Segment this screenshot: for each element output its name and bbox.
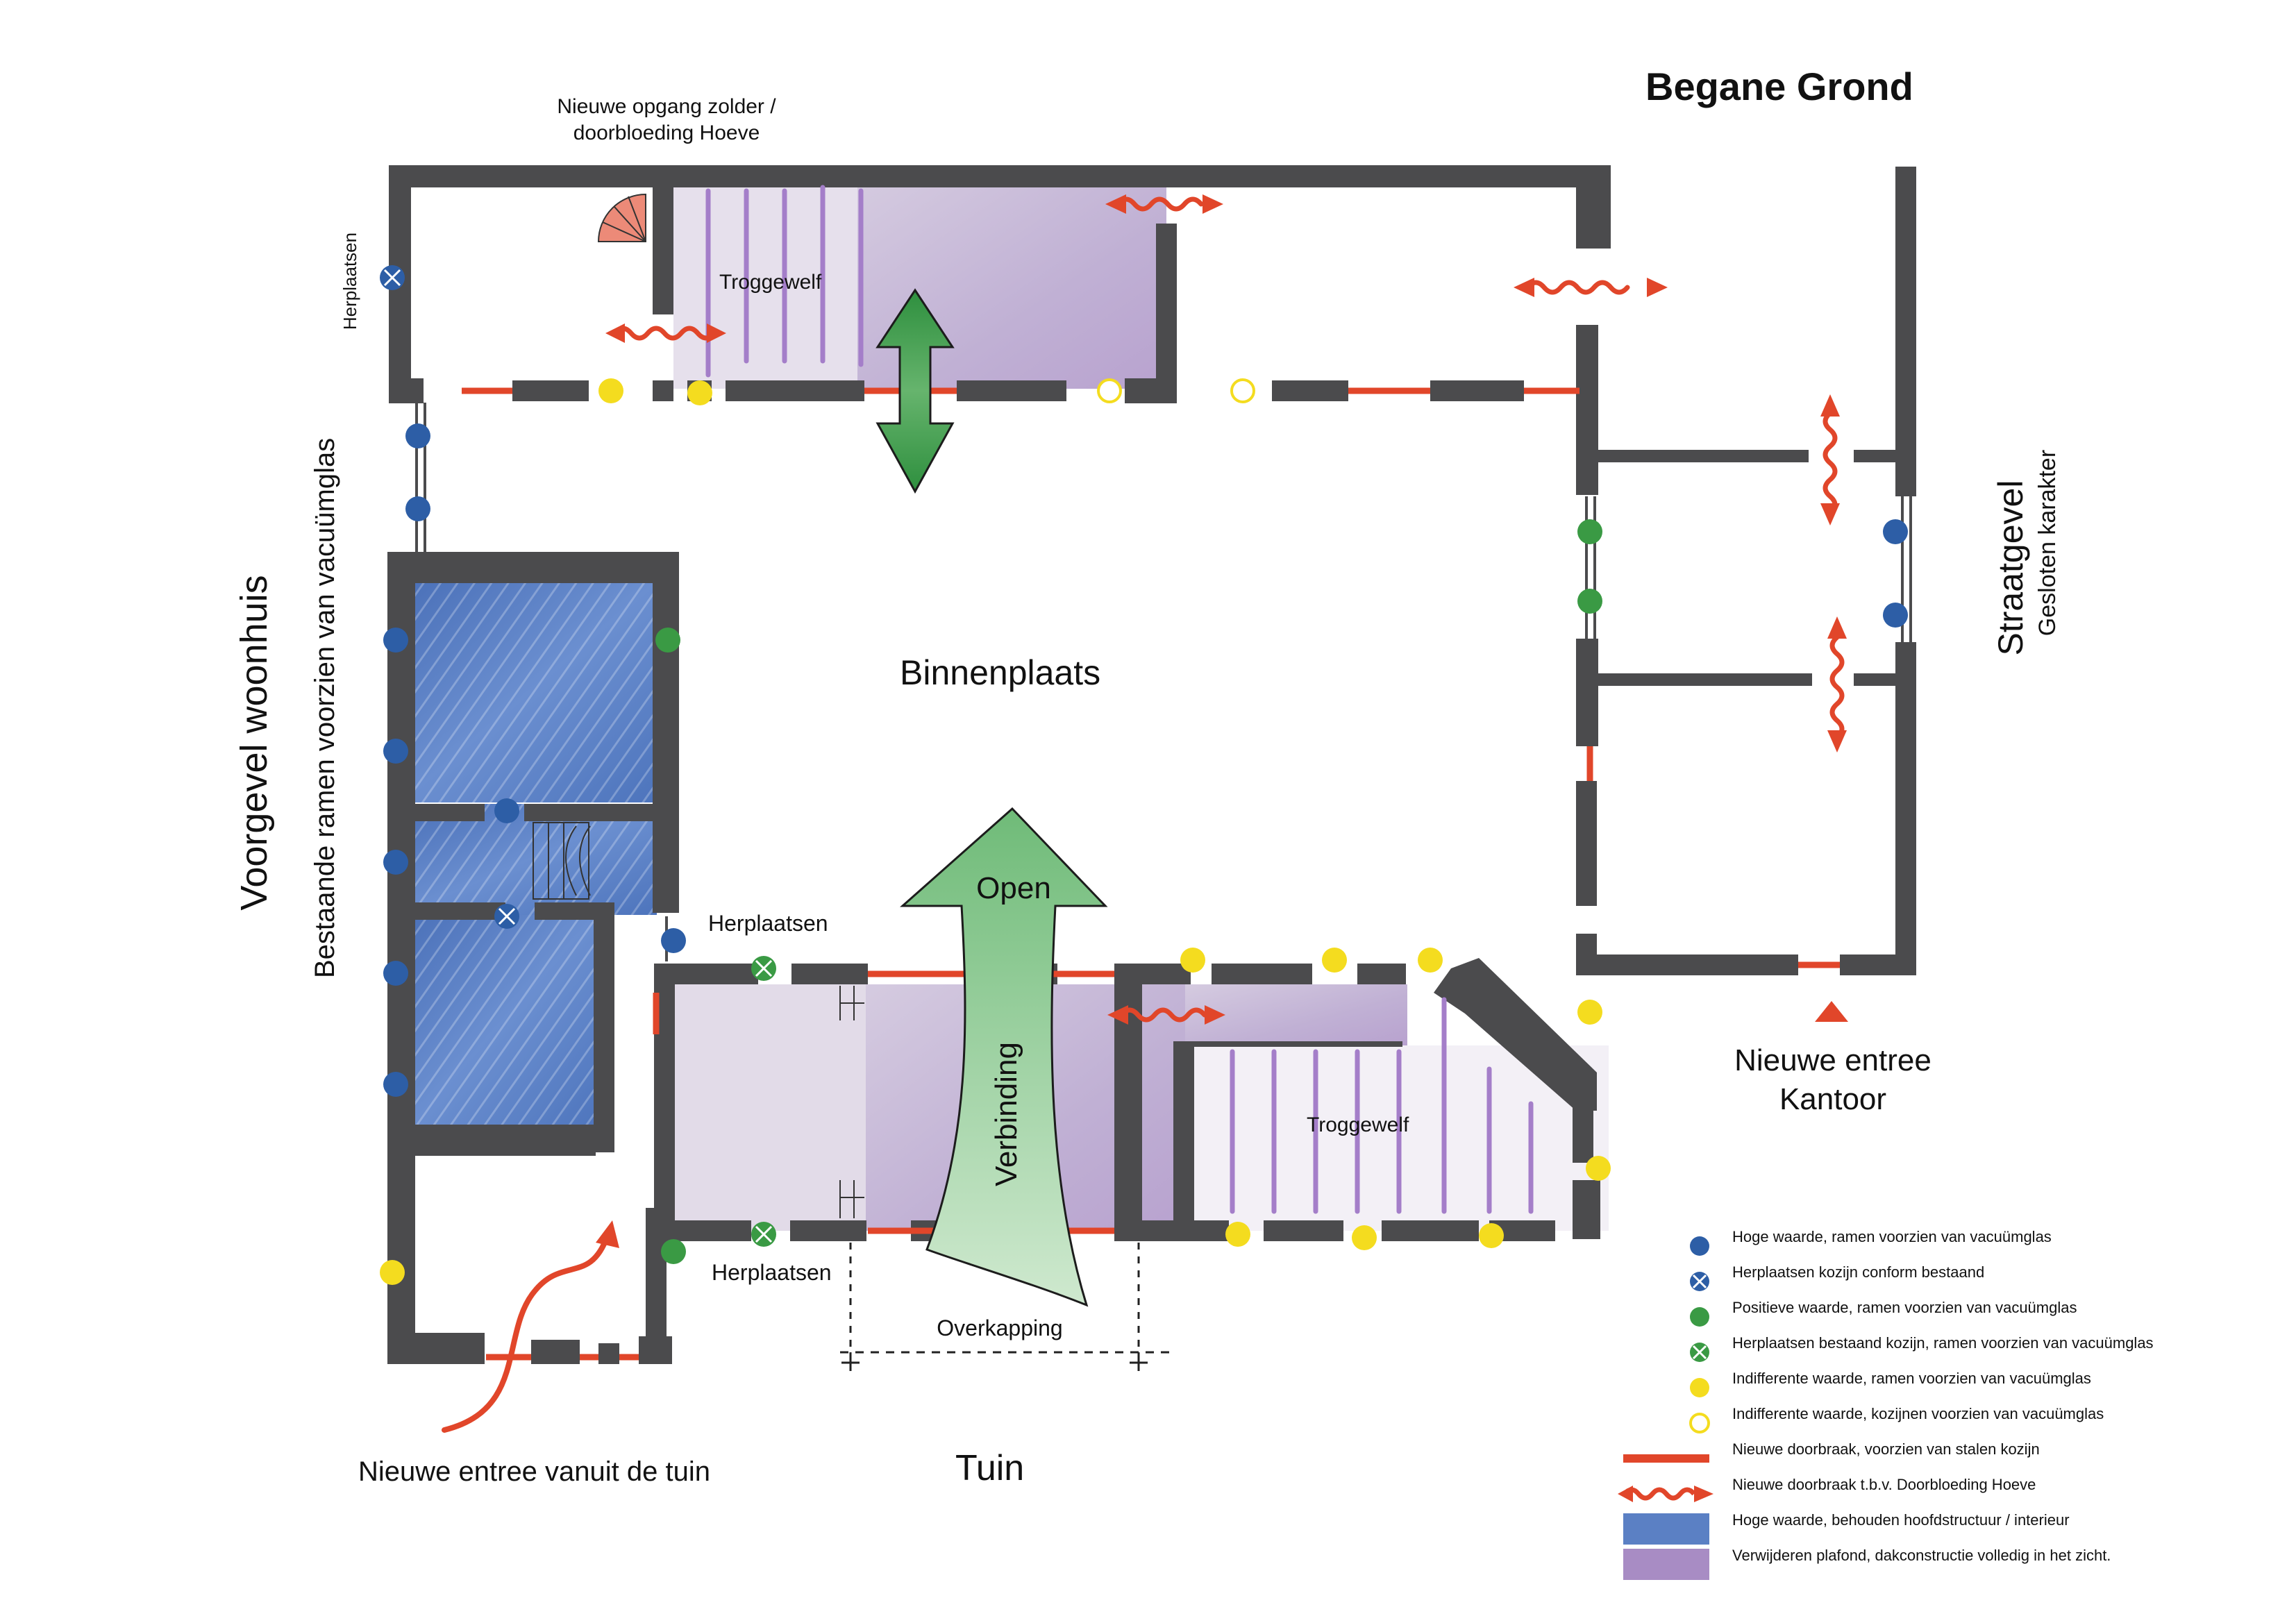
label-nieuwe-opgang-line2: doorbloeding Hoeve	[573, 121, 760, 144]
blue-dot	[1883, 519, 1908, 544]
wave-arrow-top-mid	[1105, 194, 1223, 214]
yellow-dot	[1352, 1225, 1377, 1250]
legend-text: Positieve waarde, ramen voorzien van vac…	[1732, 1299, 2077, 1316]
label-nieuwe-opgang: Nieuwe opgang zolder / doorbloeding Hoev…	[514, 94, 819, 146]
cross-mark-icon	[755, 1225, 773, 1243]
green-dot	[655, 628, 680, 653]
double-arrow-icon	[875, 288, 955, 494]
yellow-dot	[1322, 948, 1347, 973]
cross-mark-icon	[498, 907, 516, 925]
doorbloeding-arrows	[442, 194, 1847, 1433]
green-dot	[661, 1239, 686, 1264]
legend-item: Hoge waarde, ramen voorzien van vacuümgl…	[1618, 1218, 2277, 1254]
cross-mark-icon	[755, 959, 773, 977]
legend-text: Verwijderen plafond, dakconstructie voll…	[1732, 1547, 2111, 1564]
label-gesloten: Gesloten karakter	[2034, 449, 2061, 637]
blue-dot	[661, 928, 686, 953]
wave-arrow-right-lower	[1827, 616, 1847, 752]
staircase-icon	[533, 822, 591, 900]
label-herplaatsen-top: Herplaatsen	[340, 232, 360, 330]
label-nieuwe-entree-kantoor: Nieuwe entree Kantoor	[1687, 1041, 1979, 1119]
label-nieuwe-entree-tuin: Nieuwe entree vanuit de tuin	[358, 1456, 710, 1487]
blue-dot	[494, 798, 519, 823]
spiral-staircase-icon	[597, 193, 646, 242]
label-verbinding: Verbinding	[989, 1042, 1023, 1186]
yellow-dot	[1180, 948, 1205, 973]
yellow-dot	[1479, 1223, 1504, 1248]
legend-item: Indifferente waarde, kozijnen voorzien v…	[1618, 1395, 2277, 1431]
label-nieuwe-entree-kantoor-line1: Nieuwe entree	[1734, 1043, 1932, 1077]
open-arrow-icon	[900, 807, 1108, 1307]
yellow-open-dot	[1230, 378, 1255, 403]
label-troggewelf-bottom: Troggewelf	[1307, 1113, 1409, 1136]
legend-text: Herplaatsen bestaand kozijn, ramen voorz…	[1732, 1334, 2154, 1352]
yellow-dot	[1418, 948, 1443, 973]
garden-entrance-arrow	[442, 1220, 619, 1433]
step-markers	[839, 986, 864, 1218]
legend-item: Nieuwe doorbraak, voorzien van stalen ko…	[1618, 1431, 2277, 1466]
troggewelf-lines-bottom	[1230, 997, 1534, 1214]
blue-area	[401, 582, 657, 1137]
yellow-dot	[1586, 1156, 1611, 1181]
label-voorgevel: Voorgevel woonhuis	[233, 575, 275, 911]
page-title: Begane Grond	[1645, 65, 1913, 108]
blue-dot	[405, 496, 430, 521]
legend-item: Indifferente waarde, ramen voorzien van …	[1618, 1360, 2277, 1395]
overkapping-outline	[840, 1243, 1173, 1371]
yellow-dot	[380, 1260, 405, 1285]
label-tuin: Tuin	[955, 1448, 1025, 1488]
green-dot	[1577, 519, 1602, 544]
yellow-dot	[598, 378, 623, 403]
legend: Hoge waarde, ramen voorzien van vacuümgl…	[1618, 1218, 2277, 1572]
troggewelf-lines-top	[705, 185, 864, 378]
wave-arrow-top-left	[605, 323, 726, 343]
yellow-open-dot	[1097, 378, 1122, 403]
legend-text: Hoge waarde, behouden hoofdstructuur / i…	[1732, 1511, 2070, 1529]
wave-arrow-bottom	[1107, 1005, 1225, 1025]
legend-text: Nieuwe doorbraak, voorzien van stalen ko…	[1732, 1440, 2040, 1458]
label-straatgevel: Straatgevel	[1991, 480, 2030, 656]
yellow-dot	[687, 380, 712, 405]
label-nieuwe-entree-kantoor-line2: Kantoor	[1779, 1082, 1887, 1116]
legend-text: Indifferente waarde, ramen voorzien van …	[1732, 1370, 2091, 1387]
label-open: Open	[976, 871, 1051, 905]
label-nieuwe-opgang-line1: Nieuwe opgang zolder /	[557, 95, 776, 118]
label-troggewelf-top: Troggewelf	[719, 271, 822, 294]
label-herplaatsen-bottom: Herplaatsen	[712, 1260, 832, 1285]
legend-text: Herplaatsen kozijn conform bestaand	[1732, 1263, 1985, 1281]
blue-dot	[383, 850, 408, 875]
legend-item: Hoge waarde, behouden hoofdstructuur / i…	[1618, 1502, 2277, 1537]
yellow-dot	[1577, 1000, 1602, 1025]
label-bestaande-ramen: Bestaande ramen voorzien van vacuümglas	[310, 437, 340, 978]
green-dot	[1577, 589, 1602, 614]
wave-arrow-right-upper	[1820, 394, 1840, 525]
legend-item: Herplaatsen bestaand kozijn, ramen voorz…	[1618, 1325, 2277, 1360]
blue-dot	[405, 423, 430, 448]
legend-text: Indifferente waarde, kozijnen voorzien v…	[1732, 1405, 2104, 1422]
blue-dot	[1883, 603, 1908, 628]
wave-arrow-top-right	[1514, 278, 1668, 297]
walls	[387, 165, 1916, 1364]
window-dots	[380, 265, 1908, 1285]
label-herplaatsen-mid: Herplaatsen	[708, 911, 828, 936]
legend-text: Hoge waarde, ramen voorzien van vacuümgl…	[1732, 1228, 2052, 1245]
legend-item: Positieve waarde, ramen voorzien van vac…	[1618, 1289, 2277, 1325]
kantoor-entrance-arrow	[1815, 1001, 1848, 1022]
legend-text: Nieuwe doorbraak t.b.v. Doorbloeding Hoe…	[1732, 1476, 2036, 1493]
yellow-dot	[1225, 1222, 1250, 1247]
label-overkapping: Overkapping	[937, 1315, 1063, 1340]
cross-mark-icon	[383, 269, 401, 287]
legend-symbols	[1618, 1236, 1713, 1580]
blue-dot	[383, 628, 408, 653]
blue-dot	[383, 961, 408, 986]
legend-item: Nieuwe doorbraak t.b.v. Doorbloeding Hoe…	[1618, 1466, 2277, 1502]
blue-dot	[383, 1072, 408, 1097]
label-binnenplaats: Binnenplaats	[900, 653, 1101, 692]
purple-area-top	[673, 179, 1166, 389]
legend-item: Herplaatsen kozijn conform bestaand	[1618, 1254, 2277, 1289]
legend-item: Verwijderen plafond, dakconstructie voll…	[1618, 1537, 2277, 1572]
blue-dot	[383, 739, 408, 764]
